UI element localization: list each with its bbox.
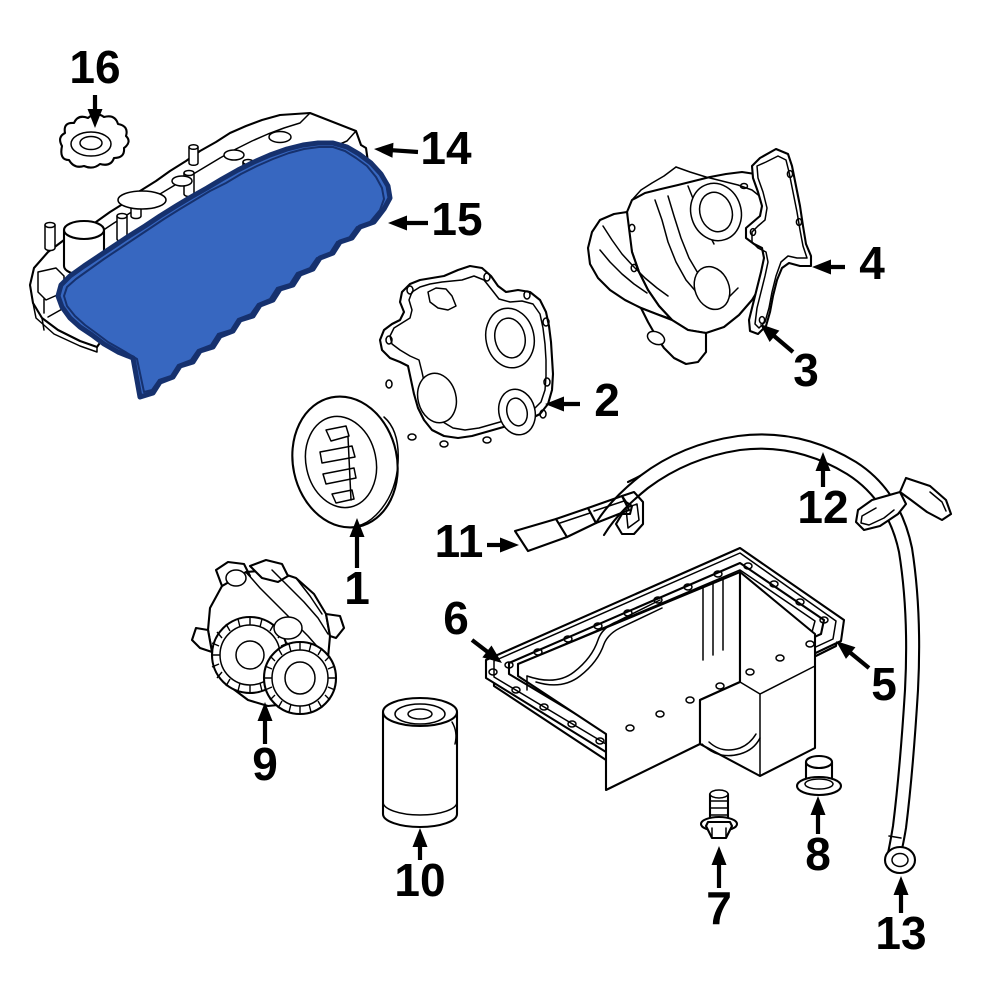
part-oil-dipstick[interactable] xyxy=(513,490,645,553)
part-oil-filter[interactable] xyxy=(381,696,459,829)
callout-2-timing-cover-gasket[interactable]: 2 xyxy=(545,374,620,426)
part-drain-plug[interactable] xyxy=(795,754,843,797)
callout-number-2: 2 xyxy=(594,374,620,426)
part-dipstick-o-ring[interactable] xyxy=(883,845,917,875)
callout-number-16: 16 xyxy=(69,41,120,93)
callout-arrowhead-icon xyxy=(760,324,780,343)
oil-pump-gear-right xyxy=(262,640,338,716)
callout-number-3: 3 xyxy=(793,344,819,396)
part-valve-cover-gasket[interactable] xyxy=(55,140,393,400)
callout-leader-line xyxy=(389,147,419,155)
callout-11-oil-level-dipstick[interactable]: 11 xyxy=(435,515,519,567)
part-timing-chain-cover[interactable] xyxy=(586,166,782,366)
callout-number-15: 15 xyxy=(431,193,482,245)
callout-number-4: 4 xyxy=(859,237,885,289)
callout-arrowhead-icon xyxy=(500,537,519,553)
callout-arrowhead-icon xyxy=(482,645,502,663)
callout-arrowhead-icon xyxy=(388,215,407,231)
part-oil-pan[interactable] xyxy=(484,546,846,792)
callout-number-6: 6 xyxy=(443,592,469,644)
callout-number-14: 14 xyxy=(420,122,472,174)
callout-14-valve-cover[interactable]: 14 xyxy=(374,122,472,174)
callout-number-5: 5 xyxy=(871,658,897,710)
callout-number-1: 1 xyxy=(344,562,370,614)
callout-arrowhead-icon xyxy=(815,452,831,471)
callout-arrowhead-icon xyxy=(257,702,273,721)
oil-pan-bolt-holes xyxy=(488,562,829,745)
callout-16-oil-filler-cap[interactable]: 16 xyxy=(69,41,121,128)
part-oil-pump[interactable] xyxy=(190,558,346,716)
callout-arrowhead-icon xyxy=(545,396,564,412)
part-dipstick-tube[interactable] xyxy=(594,433,953,866)
callout-leader-line xyxy=(470,638,491,655)
callout-15-valve-cover-gasket[interactable]: 15 xyxy=(388,193,483,245)
part-timing-cover-gasket[interactable] xyxy=(378,264,555,448)
callout-number-10: 10 xyxy=(394,854,445,906)
callout-number-12: 12 xyxy=(797,481,848,533)
callout-arrowhead-icon xyxy=(412,828,428,847)
callout-9-oil-pump[interactable]: 9 xyxy=(252,702,278,790)
callout-7-oil-pan-drain-plug-bolt[interactable]: 7 xyxy=(706,846,732,934)
part-timing-cover-seal-strip[interactable] xyxy=(744,147,813,336)
callout-10-oil-filter[interactable]: 10 xyxy=(394,828,446,906)
callout-number-7: 7 xyxy=(706,882,732,934)
callout-number-8: 8 xyxy=(805,828,831,880)
callout-number-9: 9 xyxy=(252,738,278,790)
callout-arrowhead-icon xyxy=(810,796,826,815)
callout-leader-line xyxy=(770,332,795,354)
callout-arrowhead-icon xyxy=(87,109,103,128)
callout-5-oil-pan[interactable]: 5 xyxy=(836,641,897,710)
callout-3-timing-chain-cover[interactable]: 3 xyxy=(760,324,819,396)
callout-arrowhead-icon xyxy=(711,846,727,865)
dipstick-tube-bracket xyxy=(854,476,953,532)
callout-arrowhead-icon xyxy=(349,518,365,537)
callout-12-dipstick-tube[interactable]: 12 xyxy=(797,452,849,533)
part-crankshaft-pulley[interactable] xyxy=(280,387,409,538)
callout-1-crankshaft-pulley-damper[interactable]: 1 xyxy=(344,518,370,614)
part-drain-plug-bolt[interactable] xyxy=(699,789,739,840)
callout-arrowhead-icon xyxy=(374,142,394,158)
callout-number-13: 13 xyxy=(875,907,926,959)
callout-arrowhead-icon xyxy=(812,259,831,275)
callout-4-timing-cover-seal-strip[interactable]: 4 xyxy=(812,237,885,289)
callout-8-oil-pan-drain-plug[interactable]: 8 xyxy=(805,796,831,880)
callout-arrowhead-icon xyxy=(893,876,909,895)
callout-arrowhead-icon xyxy=(836,641,856,659)
callout-6-oil-pan-gasket[interactable]: 6 xyxy=(443,592,502,663)
callout-leader-line xyxy=(847,649,871,670)
part-oil-filler-cap[interactable] xyxy=(59,113,130,169)
callout-number-11: 11 xyxy=(435,515,484,567)
callout-13-dipstick-tube-o-ring[interactable]: 13 xyxy=(875,876,927,959)
